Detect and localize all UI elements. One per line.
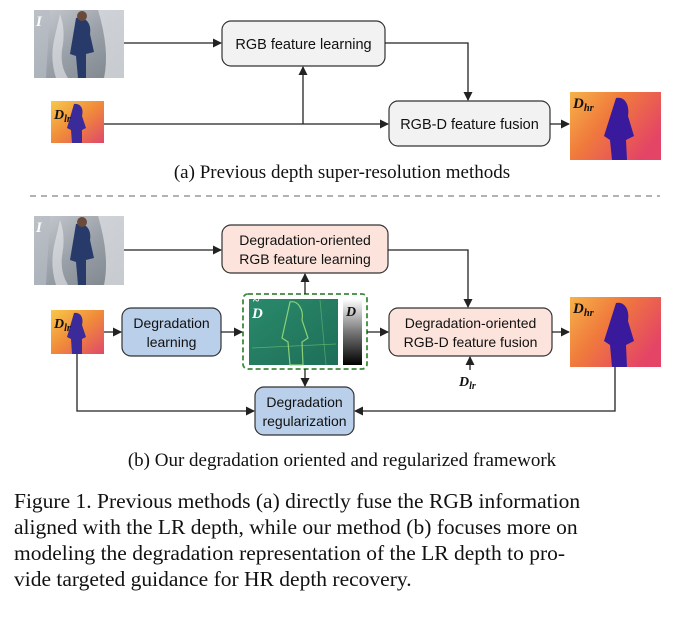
caption-line-3: modeling the degradation representation … xyxy=(14,541,566,565)
deg-fusion-line1: Degradation-oriented xyxy=(405,315,537,331)
rgb-image-a xyxy=(34,10,124,78)
deg-learning-line1: Degradation xyxy=(133,315,209,331)
deg-rgb-box-line1: Degradation-oriented xyxy=(239,232,371,248)
deg-rgb-box-line2: RGB feature learning xyxy=(239,251,371,267)
degradation-map-label: D xyxy=(251,306,263,322)
rgb-image-a-label: I xyxy=(35,14,43,30)
hr-depth-a-label: Dhr xyxy=(572,96,595,114)
hr-depth-image-a xyxy=(570,92,661,160)
degradation-map-tilde: ~ xyxy=(253,293,260,307)
deg-reg-line2: regularization xyxy=(262,413,346,429)
lr-depth-a-label: Dlr xyxy=(53,108,71,125)
hr-depth-b-label: Dhr xyxy=(572,301,595,319)
lr-depth-image-b xyxy=(51,310,104,354)
caption-line-4: vide targeted guidance for HR depth reco… xyxy=(14,567,412,591)
rgb-image-b xyxy=(34,216,124,285)
rgb-image-b-label: I xyxy=(35,220,43,236)
deg-fusion-line2: RGB-D feature fusion xyxy=(404,334,538,350)
figure-diagram: I Dlr RGB feature learning RGB-D feature… xyxy=(30,10,661,471)
caption-line-1: Figure 1. Previous methods (a) directly … xyxy=(14,489,581,513)
deg-reg-line1: Degradation xyxy=(266,394,342,410)
hr-depth-image-b xyxy=(570,297,661,367)
lr-depth-image-a xyxy=(51,101,104,143)
arrows-b xyxy=(76,245,616,416)
caption-b: (b) Our degradation oriented and regular… xyxy=(128,450,557,471)
degradation-bar-label: D xyxy=(345,305,356,320)
arrows-a xyxy=(104,38,570,129)
figure-caption: Figure 1. Previous methods (a) directly … xyxy=(14,488,674,592)
caption-line-2: aligned with the LR depth, while our met… xyxy=(14,515,578,539)
lr-depth-b-label: Dlr xyxy=(53,317,71,334)
rgbd-feature-fusion-label: RGB-D feature fusion xyxy=(400,117,539,133)
deg-learning-line2: learning xyxy=(147,334,197,350)
fusion-lr-depth-label: Dlr xyxy=(458,375,476,392)
caption-a: (a) Previous depth super-resolution meth… xyxy=(174,162,510,183)
rgb-feature-learning-label: RGB feature learning xyxy=(235,37,371,53)
